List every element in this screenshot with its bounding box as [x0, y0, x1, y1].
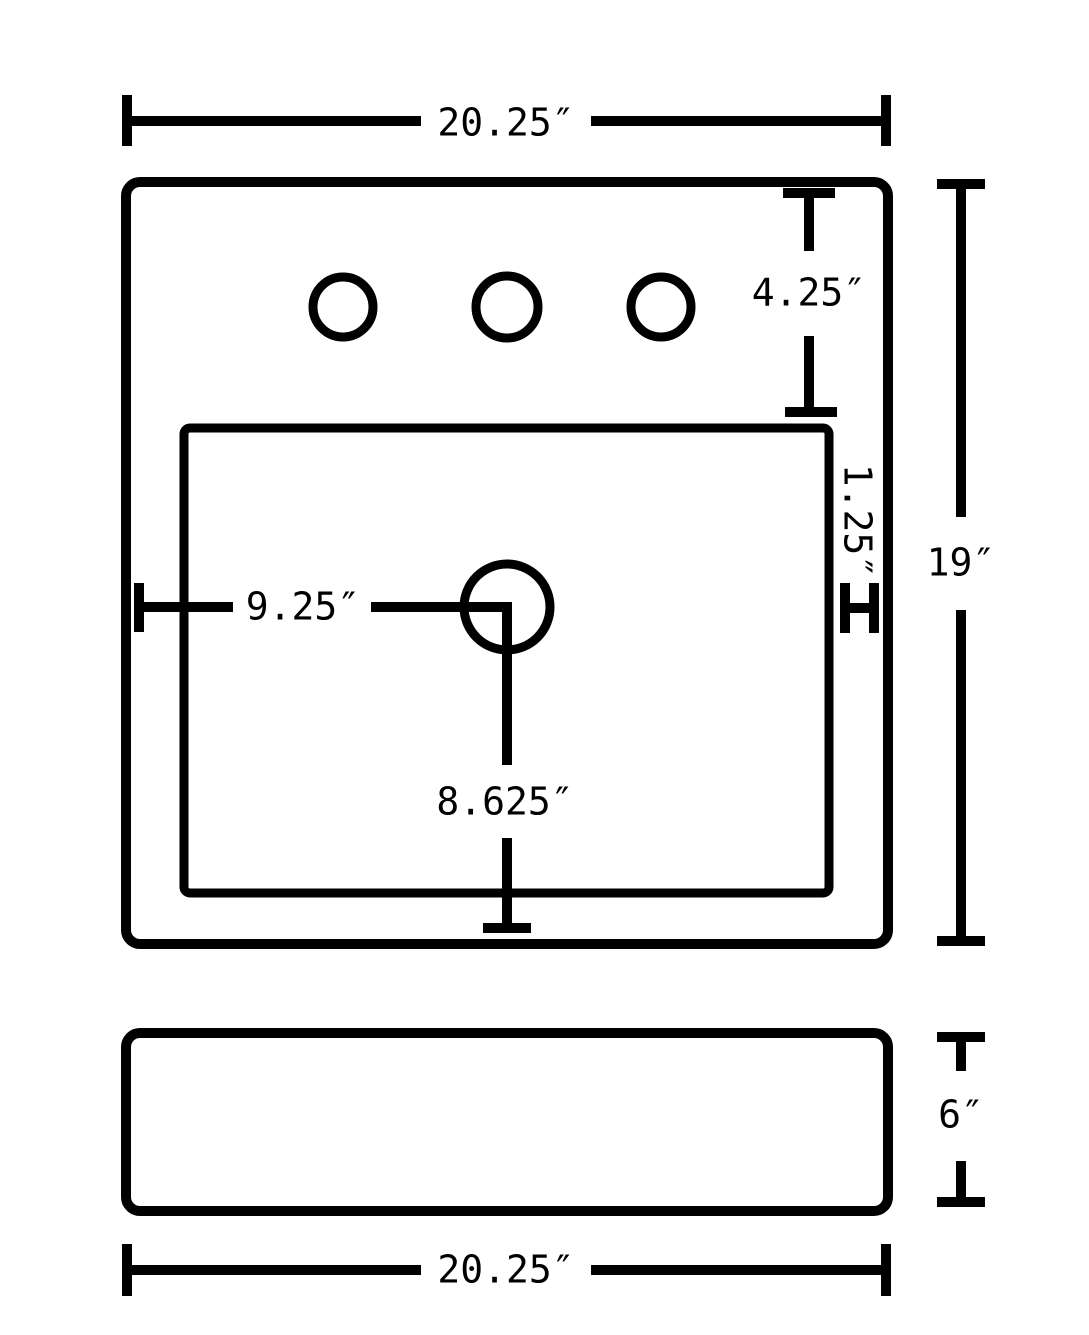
faucet-hole-right	[626, 272, 696, 342]
side-view-outline	[121, 1028, 893, 1216]
dim-bottom-width-label: 20.25″	[437, 1247, 574, 1291]
side-view	[121, 1028, 893, 1216]
faucet-hole-center	[471, 271, 543, 343]
dim-drain-to-front-label: 8.625″	[436, 779, 573, 823]
dim-bottom-width: 20.25″	[122, 1244, 891, 1296]
dim-side-height-label: 6″	[938, 1092, 984, 1136]
dim-top-width: 20.25″	[122, 95, 891, 146]
dim-drain-to-front: 8.625″	[436, 779, 574, 933]
dim-overall-depth: 19″	[927, 179, 996, 946]
dim-faucet-offset-label: 4.25″	[752, 270, 866, 314]
dim-top-width-label: 20.25″	[437, 100, 574, 144]
dim-rim-gap-label: 1.25″	[836, 464, 880, 578]
dim-drain-from-left-label: 9.25″	[246, 584, 360, 628]
faucet-hole-left	[308, 272, 378, 342]
dim-overall-depth-label: 19″	[927, 540, 996, 584]
dim-rim-gap: 1.25″	[836, 464, 880, 633]
dim-drain-from-left: 9.25″	[134, 583, 512, 765]
dim-faucet-offset: 4.25″	[752, 188, 866, 417]
dim-drain-from-left-line-right	[371, 602, 512, 765]
dim-side-height: 6″	[937, 1032, 985, 1207]
top-view-outline	[121, 177, 893, 949]
